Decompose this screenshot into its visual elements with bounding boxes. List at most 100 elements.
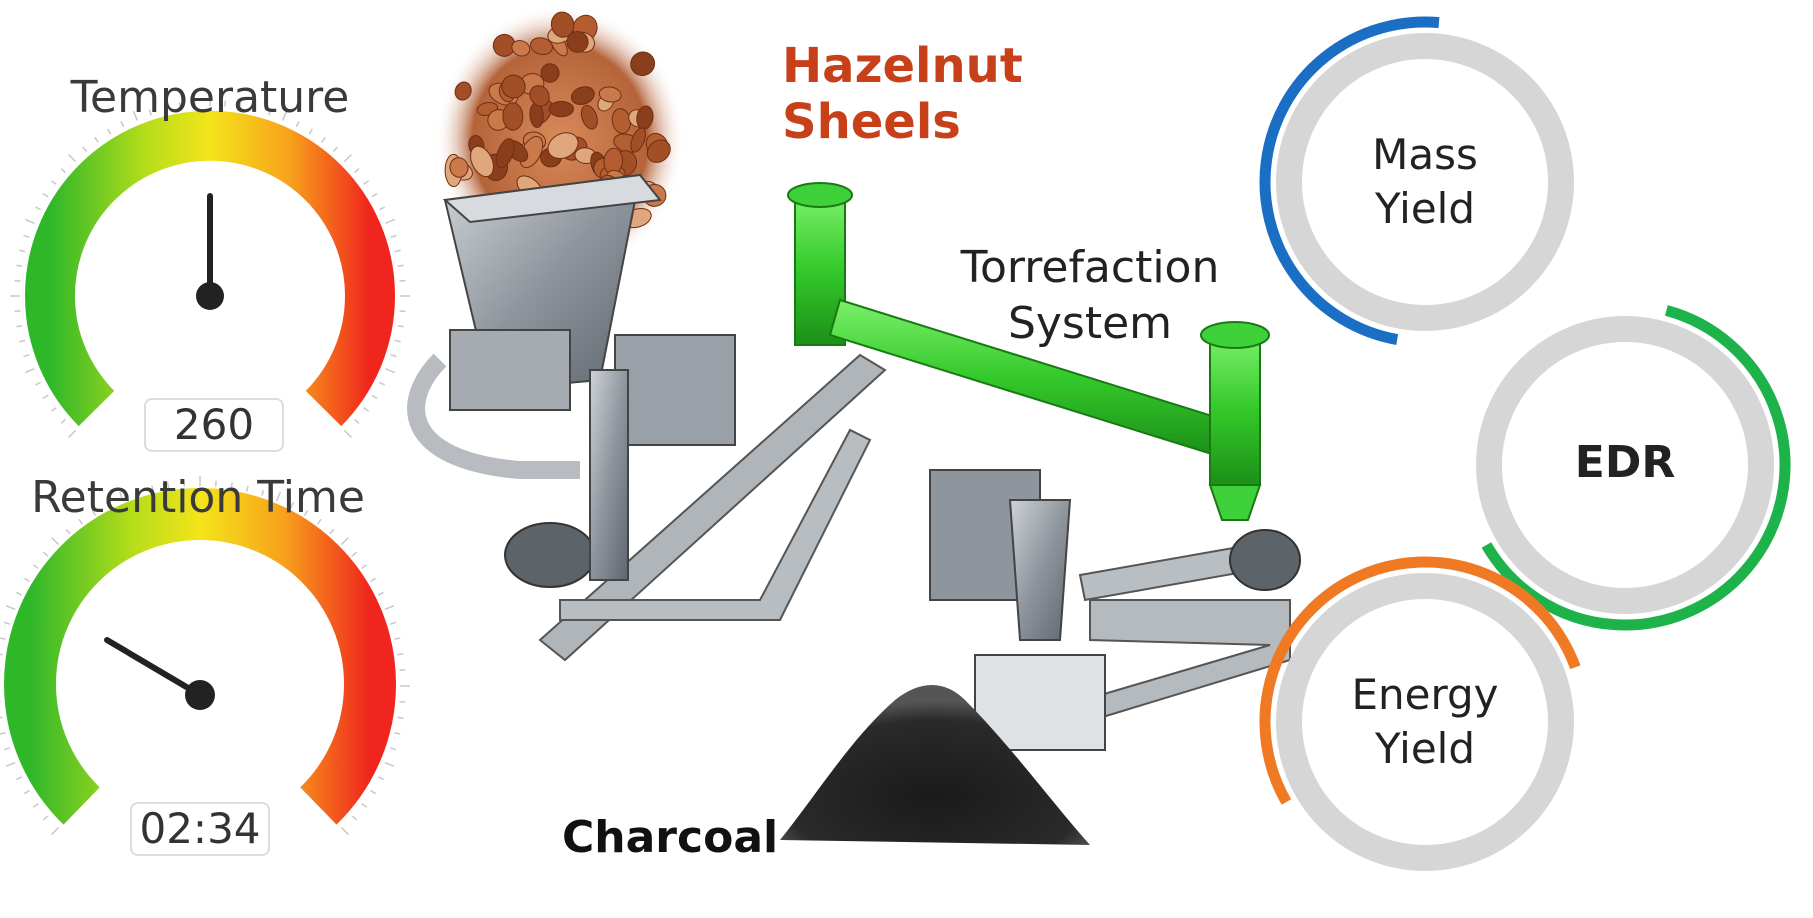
gauge-tick (378, 381, 385, 386)
green-riser-right (1209, 334, 1261, 486)
gauge-tick (321, 136, 326, 143)
shell-piece (598, 86, 622, 103)
gauge-tick (120, 121, 125, 128)
gauge-tick (178, 102, 182, 109)
gauge-tick (290, 502, 295, 509)
edr-label: EDR (1525, 436, 1725, 490)
gauge-tick (384, 761, 395, 768)
shell-piece (580, 104, 598, 130)
gauge-tick (370, 577, 377, 583)
shell-piece (630, 51, 656, 77)
gauge-tick (5, 761, 16, 768)
gauge-tick (23, 789, 30, 795)
gauge-tick (377, 776, 384, 781)
frame-left-2 (559, 428, 872, 621)
gauge-tick (230, 482, 233, 489)
gauge-tick (24, 368, 35, 374)
gauge-tick (32, 802, 39, 808)
shell-piece (646, 139, 671, 163)
gauge-tick (397, 324, 404, 328)
shell-piece (470, 145, 494, 178)
gauge-tick (351, 815, 358, 821)
gauge-tick (389, 621, 397, 625)
temperature-gauge (10, 96, 410, 438)
gauge-tick (0, 731, 6, 735)
gauge-tick (135, 489, 139, 497)
retention-gauge-ticks (0, 476, 410, 836)
retention-readout: 02:34 (130, 802, 270, 856)
cyclone (1008, 499, 1072, 641)
edr-ring (1476, 305, 1791, 631)
gauge-tick (91, 509, 97, 516)
gauge-tick (295, 121, 300, 128)
feed-hose (407, 353, 580, 479)
edr-label-line1: EDR (1574, 437, 1676, 488)
gauge-tick (42, 192, 49, 198)
gauge-tick (329, 528, 335, 535)
gauge-tick (105, 502, 110, 509)
torrefaction-machinery (407, 173, 1301, 751)
gauge-tick (361, 564, 368, 570)
gauge-tick (23, 353, 30, 358)
gauge-tick (377, 591, 384, 596)
gauge-tick (361, 802, 368, 808)
mass-yield-arc (1259, 16, 1440, 345)
gauge-tick (397, 653, 404, 656)
gauge-tick (78, 518, 84, 525)
gauge-tick (106, 128, 112, 135)
mass-yield-label-line2: Yield (1375, 184, 1475, 233)
gauge-tick (42, 815, 49, 821)
shell-piece (454, 81, 472, 101)
gauge-tick (370, 789, 377, 795)
gauge-tick (50, 536, 60, 546)
gauge-tick (167, 482, 170, 489)
shell-piece (501, 74, 526, 99)
shell-piece (511, 40, 531, 57)
frame-left (538, 353, 887, 662)
retention-needle-hub (185, 680, 215, 710)
gauge-tick (308, 128, 314, 135)
mass-yield-ring-track (1276, 33, 1574, 331)
temperature-title: Temperature (70, 72, 350, 123)
shell-piece (449, 157, 469, 178)
gauge-tick (42, 551, 49, 557)
gauge-tick (253, 105, 257, 112)
shell-piece (495, 138, 515, 169)
charcoal-pile (780, 685, 1090, 845)
gauge-tick (16, 591, 23, 596)
gauge-tick (60, 418, 67, 424)
green-cap-right (1200, 321, 1270, 349)
gauge-tick (261, 489, 265, 497)
gauge-tick (353, 418, 360, 424)
gauge-tick (343, 154, 352, 163)
gauge-tick (238, 102, 242, 109)
gauge-tick (303, 509, 309, 516)
gauge-tick (82, 146, 88, 153)
system-label: Torrefaction System (960, 240, 1220, 352)
gauge-tick (378, 206, 385, 211)
green-cap-left (787, 182, 853, 208)
feedstock-label-line1: Hazelnut (782, 38, 1023, 94)
system-label-line1: Torrefaction (960, 242, 1220, 293)
gauge-tick (16, 324, 23, 328)
gauge-tick (50, 826, 60, 836)
shell-piece (570, 86, 595, 106)
gauge-tick (397, 716, 404, 719)
shell-piece (548, 100, 574, 118)
gauge-tick (19, 249, 26, 253)
gauge-tick (151, 485, 155, 492)
gauge-tick (23, 577, 30, 583)
mass-yield-label-line1: Mass (1372, 130, 1478, 179)
gauge-tick (343, 429, 352, 438)
gauge-tick (397, 264, 404, 268)
gauge-tick (23, 234, 30, 239)
gauge-tick (0, 653, 3, 656)
gauge-tick (24, 218, 35, 224)
shell-piece (540, 63, 560, 83)
gauge-tick (275, 491, 282, 502)
conveyor-right (1078, 543, 1257, 602)
hopper-rim (442, 173, 662, 224)
gauge-tick (363, 407, 370, 412)
product-label: Charcoal (562, 812, 779, 863)
